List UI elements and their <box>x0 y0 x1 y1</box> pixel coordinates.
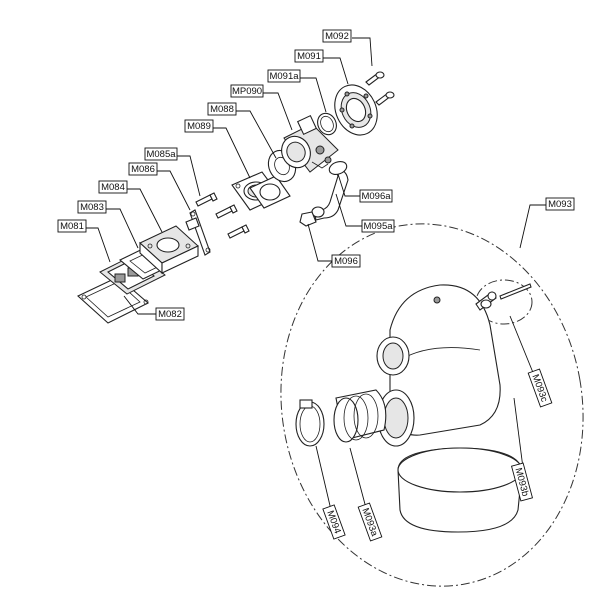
label-M096a: M096a <box>359 189 393 203</box>
label-text-M094: M094 <box>324 509 342 535</box>
filter-cover <box>397 447 523 533</box>
air-filter-housing <box>376 284 501 436</box>
label-M096: M096 <box>331 254 361 268</box>
label-text-M088: M088 <box>210 104 234 115</box>
leader-lines <box>86 37 546 511</box>
label-text-M081: M081 <box>60 221 84 232</box>
label-text-M084: M084 <box>101 182 125 193</box>
label-M088: M088 <box>207 102 237 116</box>
intake-spacer-block <box>139 225 199 275</box>
nut <box>299 211 317 227</box>
o-ring <box>317 112 337 136</box>
label-text-M089: M089 <box>187 121 211 132</box>
label-M084: M084 <box>98 180 128 194</box>
label-text-M083: M083 <box>80 202 104 213</box>
label-text-M096: M096 <box>334 256 358 267</box>
label-M093c: M093c <box>527 368 553 408</box>
intake-manifold <box>231 171 291 211</box>
label-M091a: M091a <box>267 69 301 83</box>
filter-bracket <box>475 283 532 311</box>
filter-adapter <box>333 389 415 447</box>
label-M093: M093 <box>545 197 575 211</box>
mounting-bolts <box>195 192 250 239</box>
carb-flange <box>334 84 378 136</box>
label-M095a: M095a <box>361 219 395 233</box>
label-M089: M089 <box>184 119 214 133</box>
label-M092: M092 <box>322 29 352 43</box>
label-text-M095a: M095a <box>363 221 393 232</box>
label-text-M092: M092 <box>325 31 349 42</box>
label-text-M082: M082 <box>158 309 182 320</box>
label-text-M096a: M096a <box>361 191 391 202</box>
label-M093a: M093a <box>357 502 383 542</box>
label-M085a: M085a <box>144 147 178 161</box>
hose-clamp <box>295 399 325 447</box>
label-text-M091: M091 <box>297 51 321 62</box>
hose-clip <box>328 161 348 175</box>
label-MP090: MP090 <box>230 84 264 98</box>
label-M083: M083 <box>77 200 107 214</box>
label-text-M086: M086 <box>131 164 155 175</box>
label-text-M091a: M091a <box>269 71 299 82</box>
label-text-M093: M093 <box>548 199 572 210</box>
label-M082: M082 <box>155 307 185 321</box>
hose <box>311 168 349 221</box>
filter-group-outline <box>280 223 584 587</box>
label-M091: M091 <box>294 49 324 63</box>
label-M081: M081 <box>57 219 87 233</box>
carburetor <box>281 114 339 173</box>
label-text-M085a: M085a <box>146 149 176 160</box>
link-plate <box>185 209 211 256</box>
label-M086: M086 <box>128 162 158 176</box>
label-M094: M094 <box>322 504 346 540</box>
label-text-MP090: MP090 <box>232 86 262 97</box>
flange-bolts <box>365 71 395 106</box>
